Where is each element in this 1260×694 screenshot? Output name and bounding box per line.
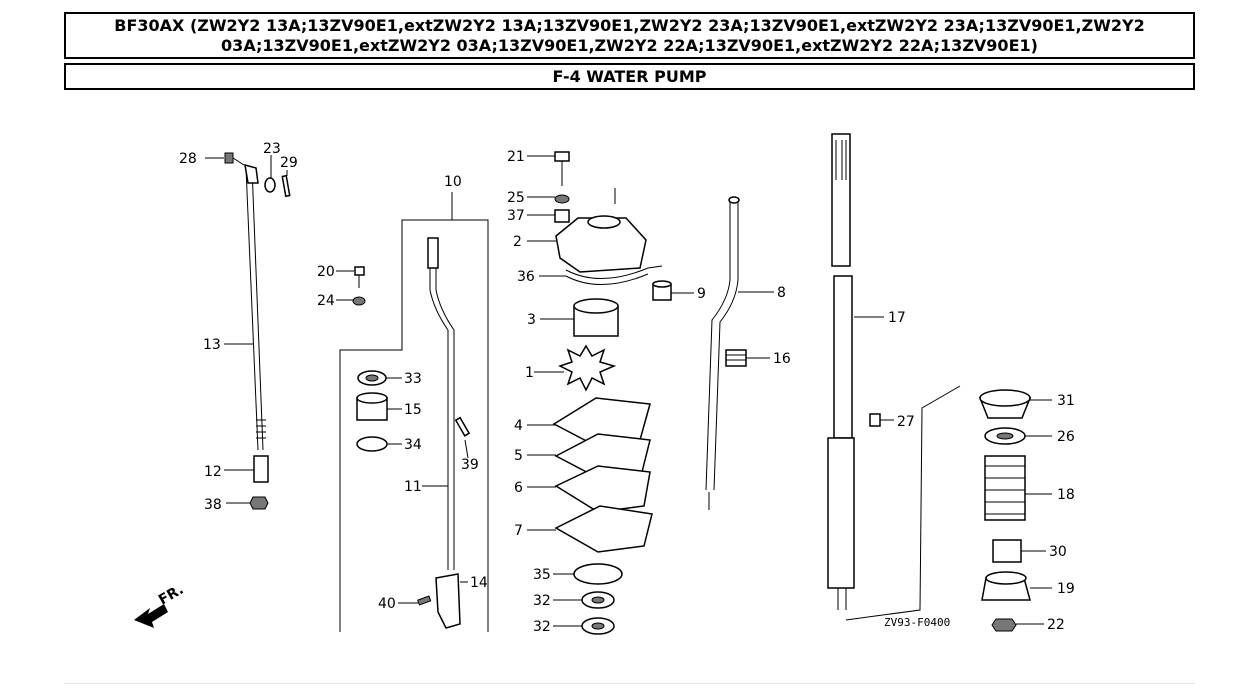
callout-5: 5 — [514, 448, 523, 464]
part-23-washer — [264, 177, 276, 193]
callout-labels: 28 23 29 13 12 38 10 20 24 33 15 34 39 1… — [179, 141, 1075, 635]
part-2-housing — [555, 215, 647, 273]
callout-32-lower: 32 — [533, 619, 551, 635]
callout-28: 28 — [179, 151, 197, 167]
callout-15: 15 — [404, 402, 422, 418]
callout-19: 19 — [1057, 581, 1075, 597]
callout-21: 21 — [507, 149, 525, 165]
part-22-nut — [991, 618, 1017, 632]
callout-7: 7 — [514, 523, 523, 539]
part-11-rod — [427, 237, 455, 570]
callout-34: 34 — [404, 437, 422, 453]
part-20-bolt — [354, 266, 365, 288]
callout-22: 22 — [1047, 617, 1065, 633]
part-39-pin — [454, 416, 471, 437]
callout-6: 6 — [514, 480, 523, 496]
part-12-collar — [253, 455, 269, 483]
part-14-block — [435, 573, 461, 629]
callout-26: 26 — [1057, 429, 1075, 445]
callout-29: 29 — [280, 155, 298, 171]
callout-23: 23 — [263, 141, 281, 157]
part-1-impeller — [558, 344, 617, 392]
part-24-washer — [352, 296, 366, 306]
part-37-spacer — [554, 209, 570, 223]
callout-3: 3 — [527, 312, 536, 328]
part-31-bearing — [978, 389, 1032, 419]
callout-38: 38 — [204, 497, 222, 513]
callout-2: 2 — [513, 234, 522, 250]
part-38-nut — [249, 496, 269, 510]
callout-9: 9 — [697, 286, 706, 302]
part-15-bushing — [356, 392, 388, 421]
drawing-code: ZV93-F0400 — [884, 616, 950, 629]
callout-24: 24 — [317, 293, 335, 309]
part-33-seal — [357, 370, 387, 386]
part-19-gear — [981, 571, 1031, 601]
callout-16: 16 — [773, 351, 791, 367]
front-marker-label: FR. — [156, 582, 186, 609]
part-17-shaft — [827, 133, 855, 610]
callout-10: 10 — [444, 174, 462, 190]
callout-18: 18 — [1057, 487, 1075, 503]
part-28-bolt — [224, 152, 245, 166]
front-arrow: FR. — [134, 582, 186, 628]
part-3-insert — [573, 298, 619, 337]
part-7-gasket — [554, 505, 653, 553]
part-35-oring — [573, 563, 623, 585]
section-title: F-4 WATER PUMP — [64, 63, 1195, 90]
lower-bracket-outline — [845, 385, 961, 621]
part-36-seal — [565, 265, 663, 285]
callout-13: 13 — [203, 337, 221, 353]
part-30-bushing — [992, 539, 1022, 563]
callout-25: 25 — [507, 190, 525, 206]
callout-31: 31 — [1057, 393, 1075, 409]
part-16-grommet — [725, 349, 747, 367]
part-32-bearing-upper — [581, 591, 615, 609]
part-8-tube — [705, 196, 740, 491]
part-18-spring — [984, 455, 1026, 521]
model-title: BF30AX (ZW2Y2 13A;13ZV90E1,extZW2Y2 13A;… — [64, 12, 1195, 59]
part-25-washer — [554, 194, 570, 204]
callout-17: 17 — [888, 310, 906, 326]
callout-39: 39 — [461, 457, 479, 473]
callout-4: 4 — [514, 418, 523, 434]
part-27-pin — [869, 413, 881, 427]
callout-36: 36 — [517, 269, 535, 285]
part-40-pin — [417, 595, 432, 606]
callout-14: 14 — [470, 575, 488, 591]
callout-35: 35 — [533, 567, 551, 583]
callout-1: 1 — [525, 365, 534, 381]
part-34-ring — [356, 436, 388, 452]
callout-40: 40 — [378, 596, 396, 612]
part-9-seal — [652, 280, 672, 301]
callout-12: 12 — [204, 464, 222, 480]
part-13-rod — [244, 163, 266, 451]
callout-11: 11 — [404, 479, 422, 495]
bottom-divider — [64, 683, 1195, 684]
part-32-bearing-lower — [581, 617, 615, 635]
part-21-bolt — [554, 151, 570, 186]
part-10-bracket — [339, 192, 489, 632]
leader-lines — [205, 155, 1052, 627]
part-29-pin — [281, 174, 291, 198]
callout-8: 8 — [777, 285, 786, 301]
callout-20: 20 — [317, 264, 335, 280]
part-6-body — [554, 465, 651, 513]
callout-30: 30 — [1049, 544, 1067, 560]
callout-27: 27 — [897, 414, 915, 430]
part-26-washer — [984, 427, 1026, 445]
callout-33: 33 — [404, 371, 422, 387]
callout-37: 37 — [507, 208, 525, 224]
callout-32-upper: 32 — [533, 593, 551, 609]
